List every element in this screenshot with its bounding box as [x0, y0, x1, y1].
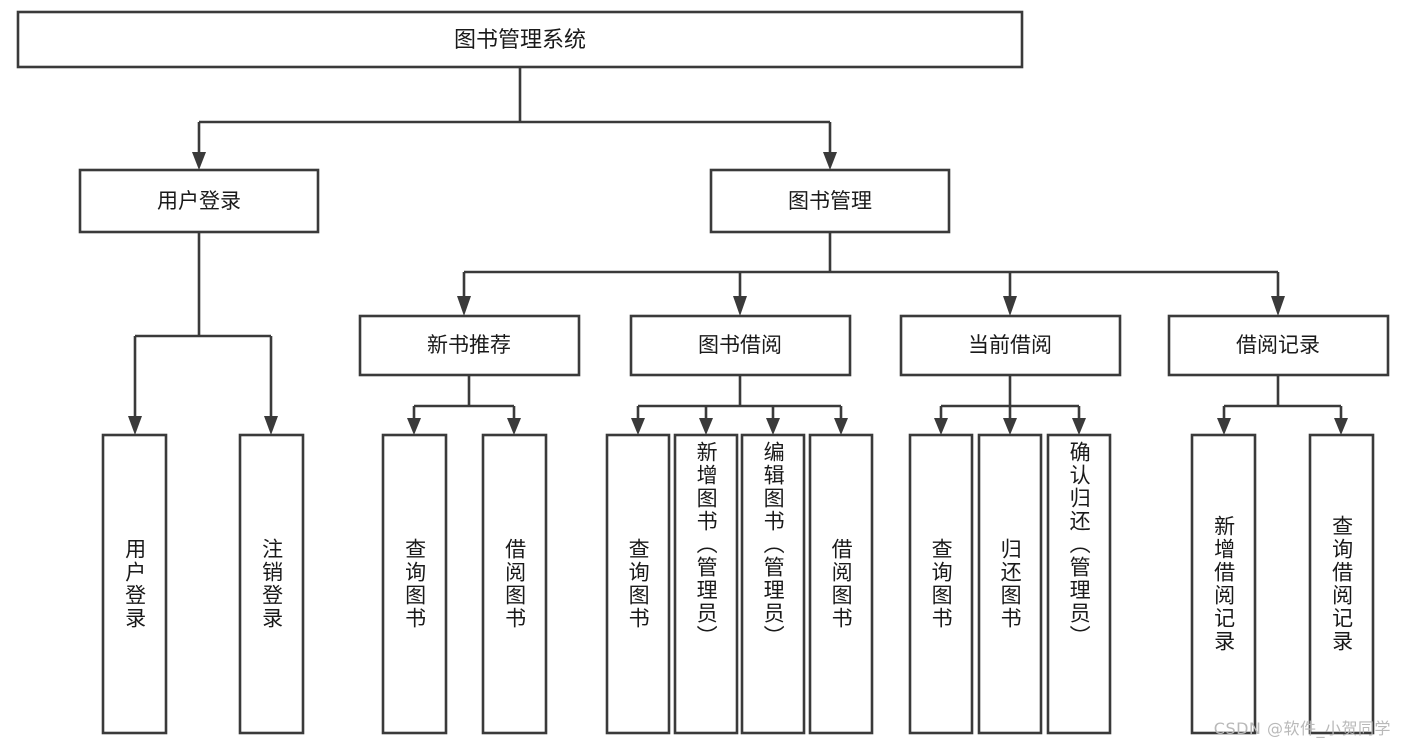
arrowhead-borrow-leaf-2: [699, 418, 713, 435]
node-borrow-record[interactable]: 借阅记录: [1167, 314, 1390, 377]
node-new-book-recommend[interactable]: 新书推荐: [358, 314, 581, 377]
node-book-management-box[interactable]: [709, 168, 951, 234]
node-root-label: 图书管理系统: [454, 28, 586, 53]
arrowhead-current-leaf-3: [1072, 418, 1086, 435]
node-book-borrow-box[interactable]: [629, 314, 852, 377]
node-user-login[interactable]: 用户登录: [78, 168, 320, 234]
arrowhead-borrow-leaf-3: [766, 418, 780, 435]
node-root-box[interactable]: [16, 10, 1024, 69]
connector-layer: [128, 67, 1348, 435]
node-book-management-label: 图书管理: [788, 189, 872, 213]
node-new-book-recommend-box[interactable]: [358, 314, 581, 377]
node-new-book-recommend-label: 新书推荐: [427, 333, 511, 357]
arrowhead-borrow-record: [1271, 296, 1285, 316]
node-user-login-box[interactable]: [78, 168, 320, 234]
arrowhead-leaf-logout: [264, 416, 278, 435]
leaf-box-recommend-borrow-book[interactable]: [481, 433, 548, 735]
node-book-management[interactable]: 图书管理: [709, 168, 951, 234]
arrowhead-user-login: [192, 152, 206, 170]
leaf-box-record-query-record[interactable]: [1308, 433, 1375, 735]
leaf-box-borrow-query-book[interactable]: [605, 433, 671, 735]
arrowhead-new-book-recommend: [457, 296, 471, 316]
node-current-borrow[interactable]: 当前借阅: [899, 314, 1122, 377]
leaf-box-borrow-borrow-book[interactable]: [808, 433, 874, 735]
arrowhead-current-borrow: [1003, 296, 1017, 316]
arrowhead-leaf-user-login: [128, 416, 142, 435]
leaf-box-borrow-add-book-admin[interactable]: [673, 433, 739, 735]
node-borrow-record-label: 借阅记录: [1236, 333, 1320, 357]
leaf-box-current-confirm-return-admin[interactable]: [1046, 433, 1112, 735]
leaf-box-record-add-record[interactable]: [1190, 433, 1257, 735]
leaf-box-logout[interactable]: [238, 433, 305, 735]
arrowhead-book-borrow: [733, 296, 747, 316]
leaf-box-recommend-query-book[interactable]: [381, 433, 448, 735]
arrowhead-record-leaf-1: [1217, 418, 1231, 435]
leaf-box-user-login[interactable]: [101, 433, 168, 735]
leaf-box-current-return-book[interactable]: [977, 433, 1043, 735]
arrowhead-borrow-leaf-4: [834, 418, 848, 435]
node-borrow-record-box[interactable]: [1167, 314, 1390, 377]
arrowhead-recommend-leaf-2: [507, 418, 521, 435]
watermark-text: CSDN @软件_小贺同学: [1213, 719, 1391, 738]
node-current-borrow-box[interactable]: [899, 314, 1122, 377]
arrowhead-record-leaf-2: [1334, 418, 1348, 435]
arrowhead-borrow-leaf-1: [631, 418, 645, 435]
node-root[interactable]: 图书管理系统: [16, 10, 1024, 69]
arrowhead-book-mgmt: [823, 152, 837, 170]
leaf-box-borrow-edit-book-admin[interactable]: [740, 433, 806, 735]
node-book-borrow[interactable]: 图书借阅: [629, 314, 852, 377]
arrowhead-current-leaf-1: [934, 418, 948, 435]
leaf-box-current-query-book[interactable]: [908, 433, 974, 735]
arrowhead-current-leaf-2: [1003, 418, 1017, 435]
node-user-login-label: 用户登录: [157, 189, 241, 213]
node-book-borrow-label: 图书借阅: [698, 333, 782, 357]
node-current-borrow-label: 当前借阅: [968, 333, 1052, 357]
arrowhead-recommend-leaf-1: [407, 418, 421, 435]
